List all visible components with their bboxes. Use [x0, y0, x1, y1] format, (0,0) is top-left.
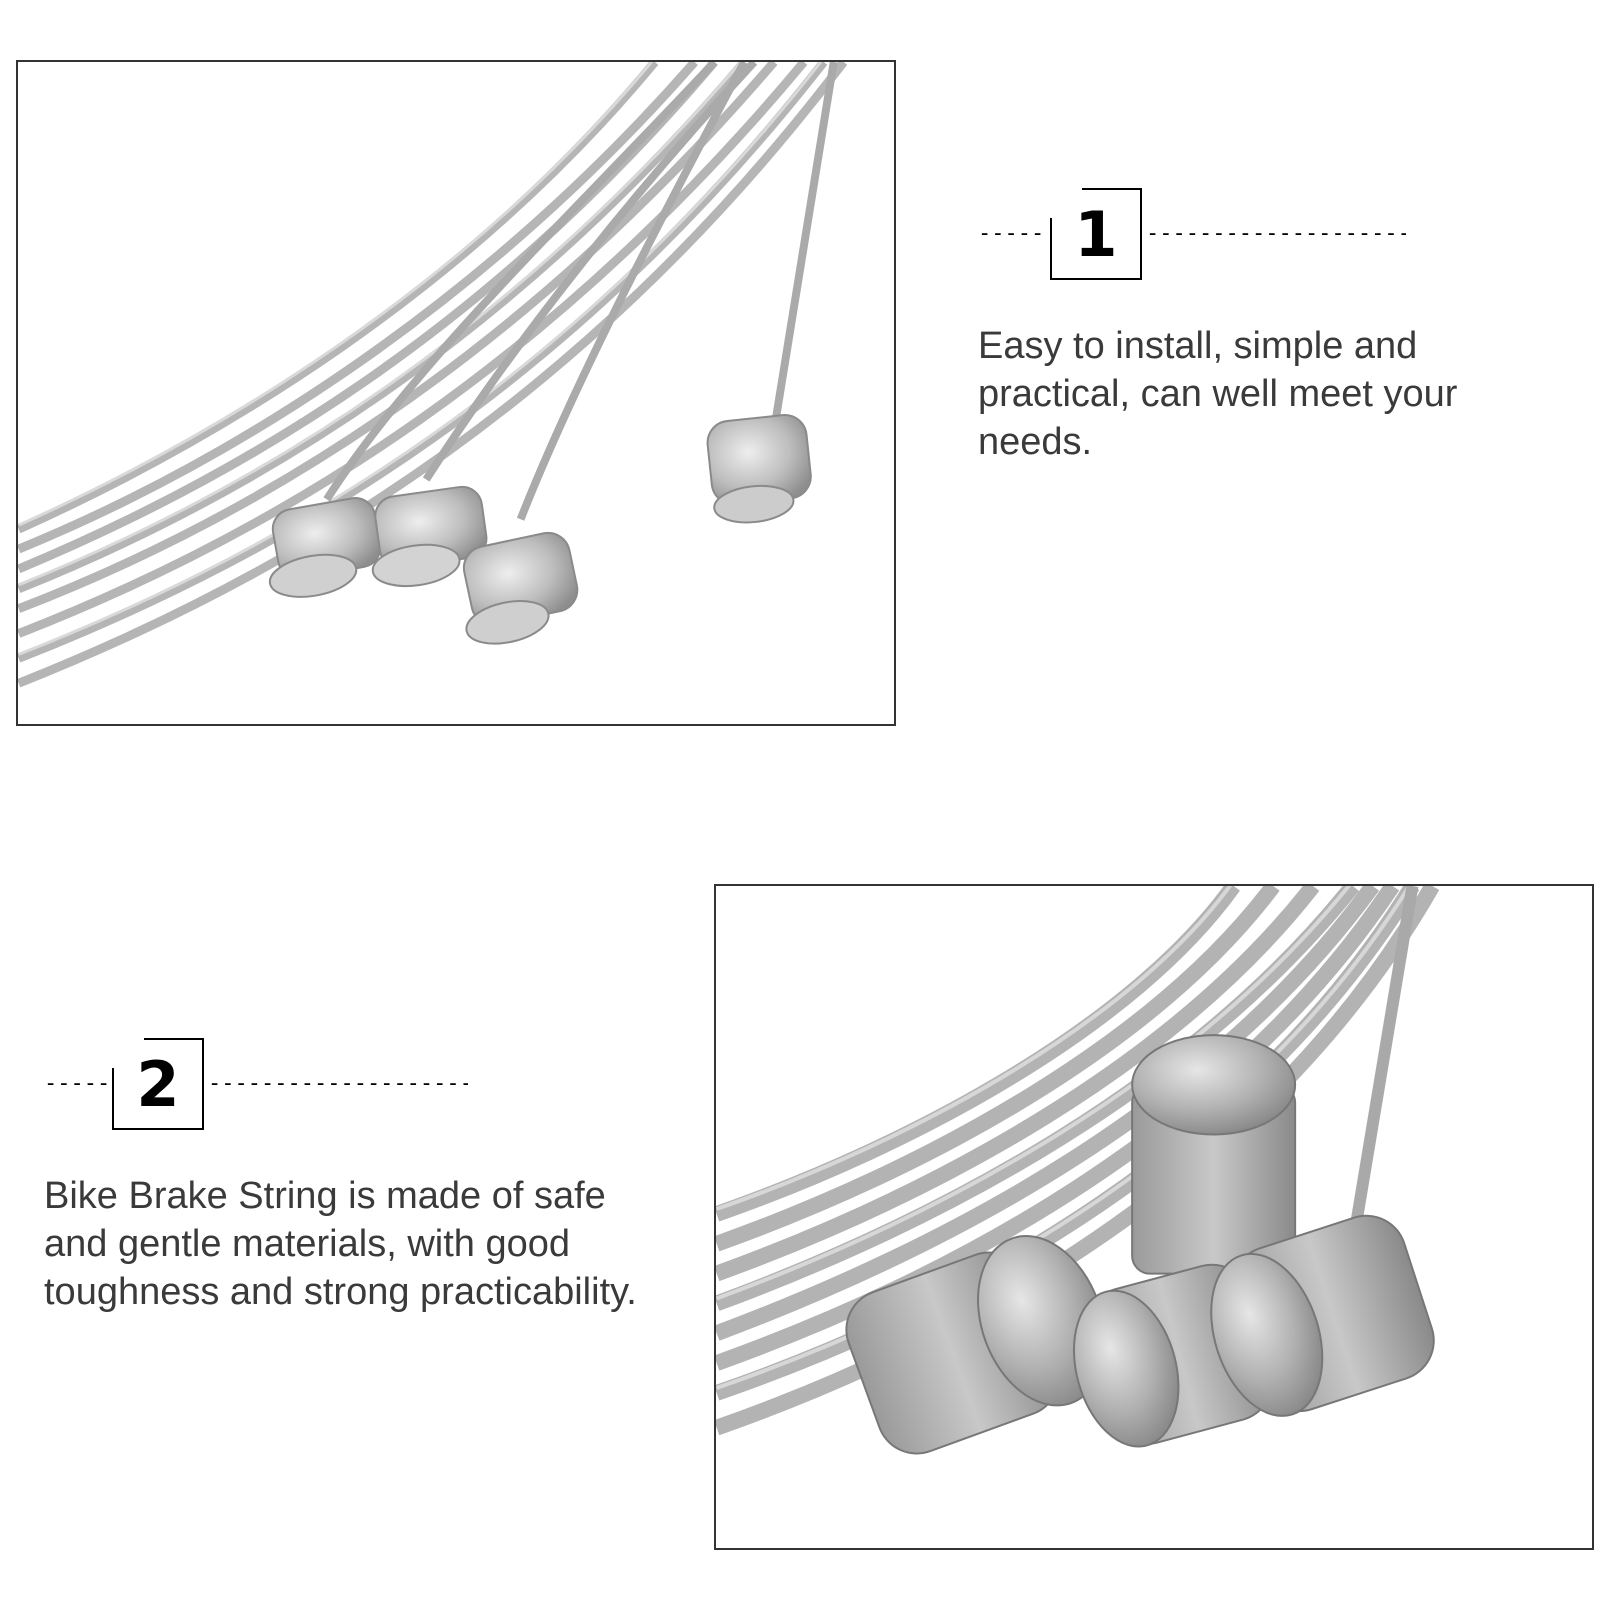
feature-number-row: ----- 2 -------------------- — [44, 1038, 664, 1134]
dash-divider-left: ----- — [44, 1071, 110, 1096]
feature-1: ----- 1 -------------------- Easy to ins… — [978, 188, 1518, 466]
feature-description: Bike Brake String is made of safe and ge… — [44, 1175, 637, 1313]
feature-number-badge: 1 — [1050, 188, 1142, 280]
dash-divider-right: -------------------- — [208, 1071, 468, 1096]
feature-description: Easy to install, simple and practical, c… — [978, 325, 1458, 463]
product-photo-cable-ends — [16, 60, 896, 726]
dash-divider-left: ----- — [978, 221, 1045, 246]
feature-number: 1 — [1074, 197, 1118, 271]
product-photo-cable-closeup — [714, 884, 1594, 1550]
brake-cable-closeup-photo-icon — [716, 886, 1440, 1455]
feature-number-badge: 2 — [112, 1038, 204, 1130]
feature-2: ----- 2 -------------------- Bike Brake … — [44, 1038, 664, 1316]
feature-number: 2 — [136, 1047, 180, 1121]
brake-cable-ends-photo-icon — [18, 62, 848, 688]
dash-divider-right: -------------------- — [1146, 221, 1406, 246]
feature-number-row: ----- 1 -------------------- — [978, 188, 1518, 284]
